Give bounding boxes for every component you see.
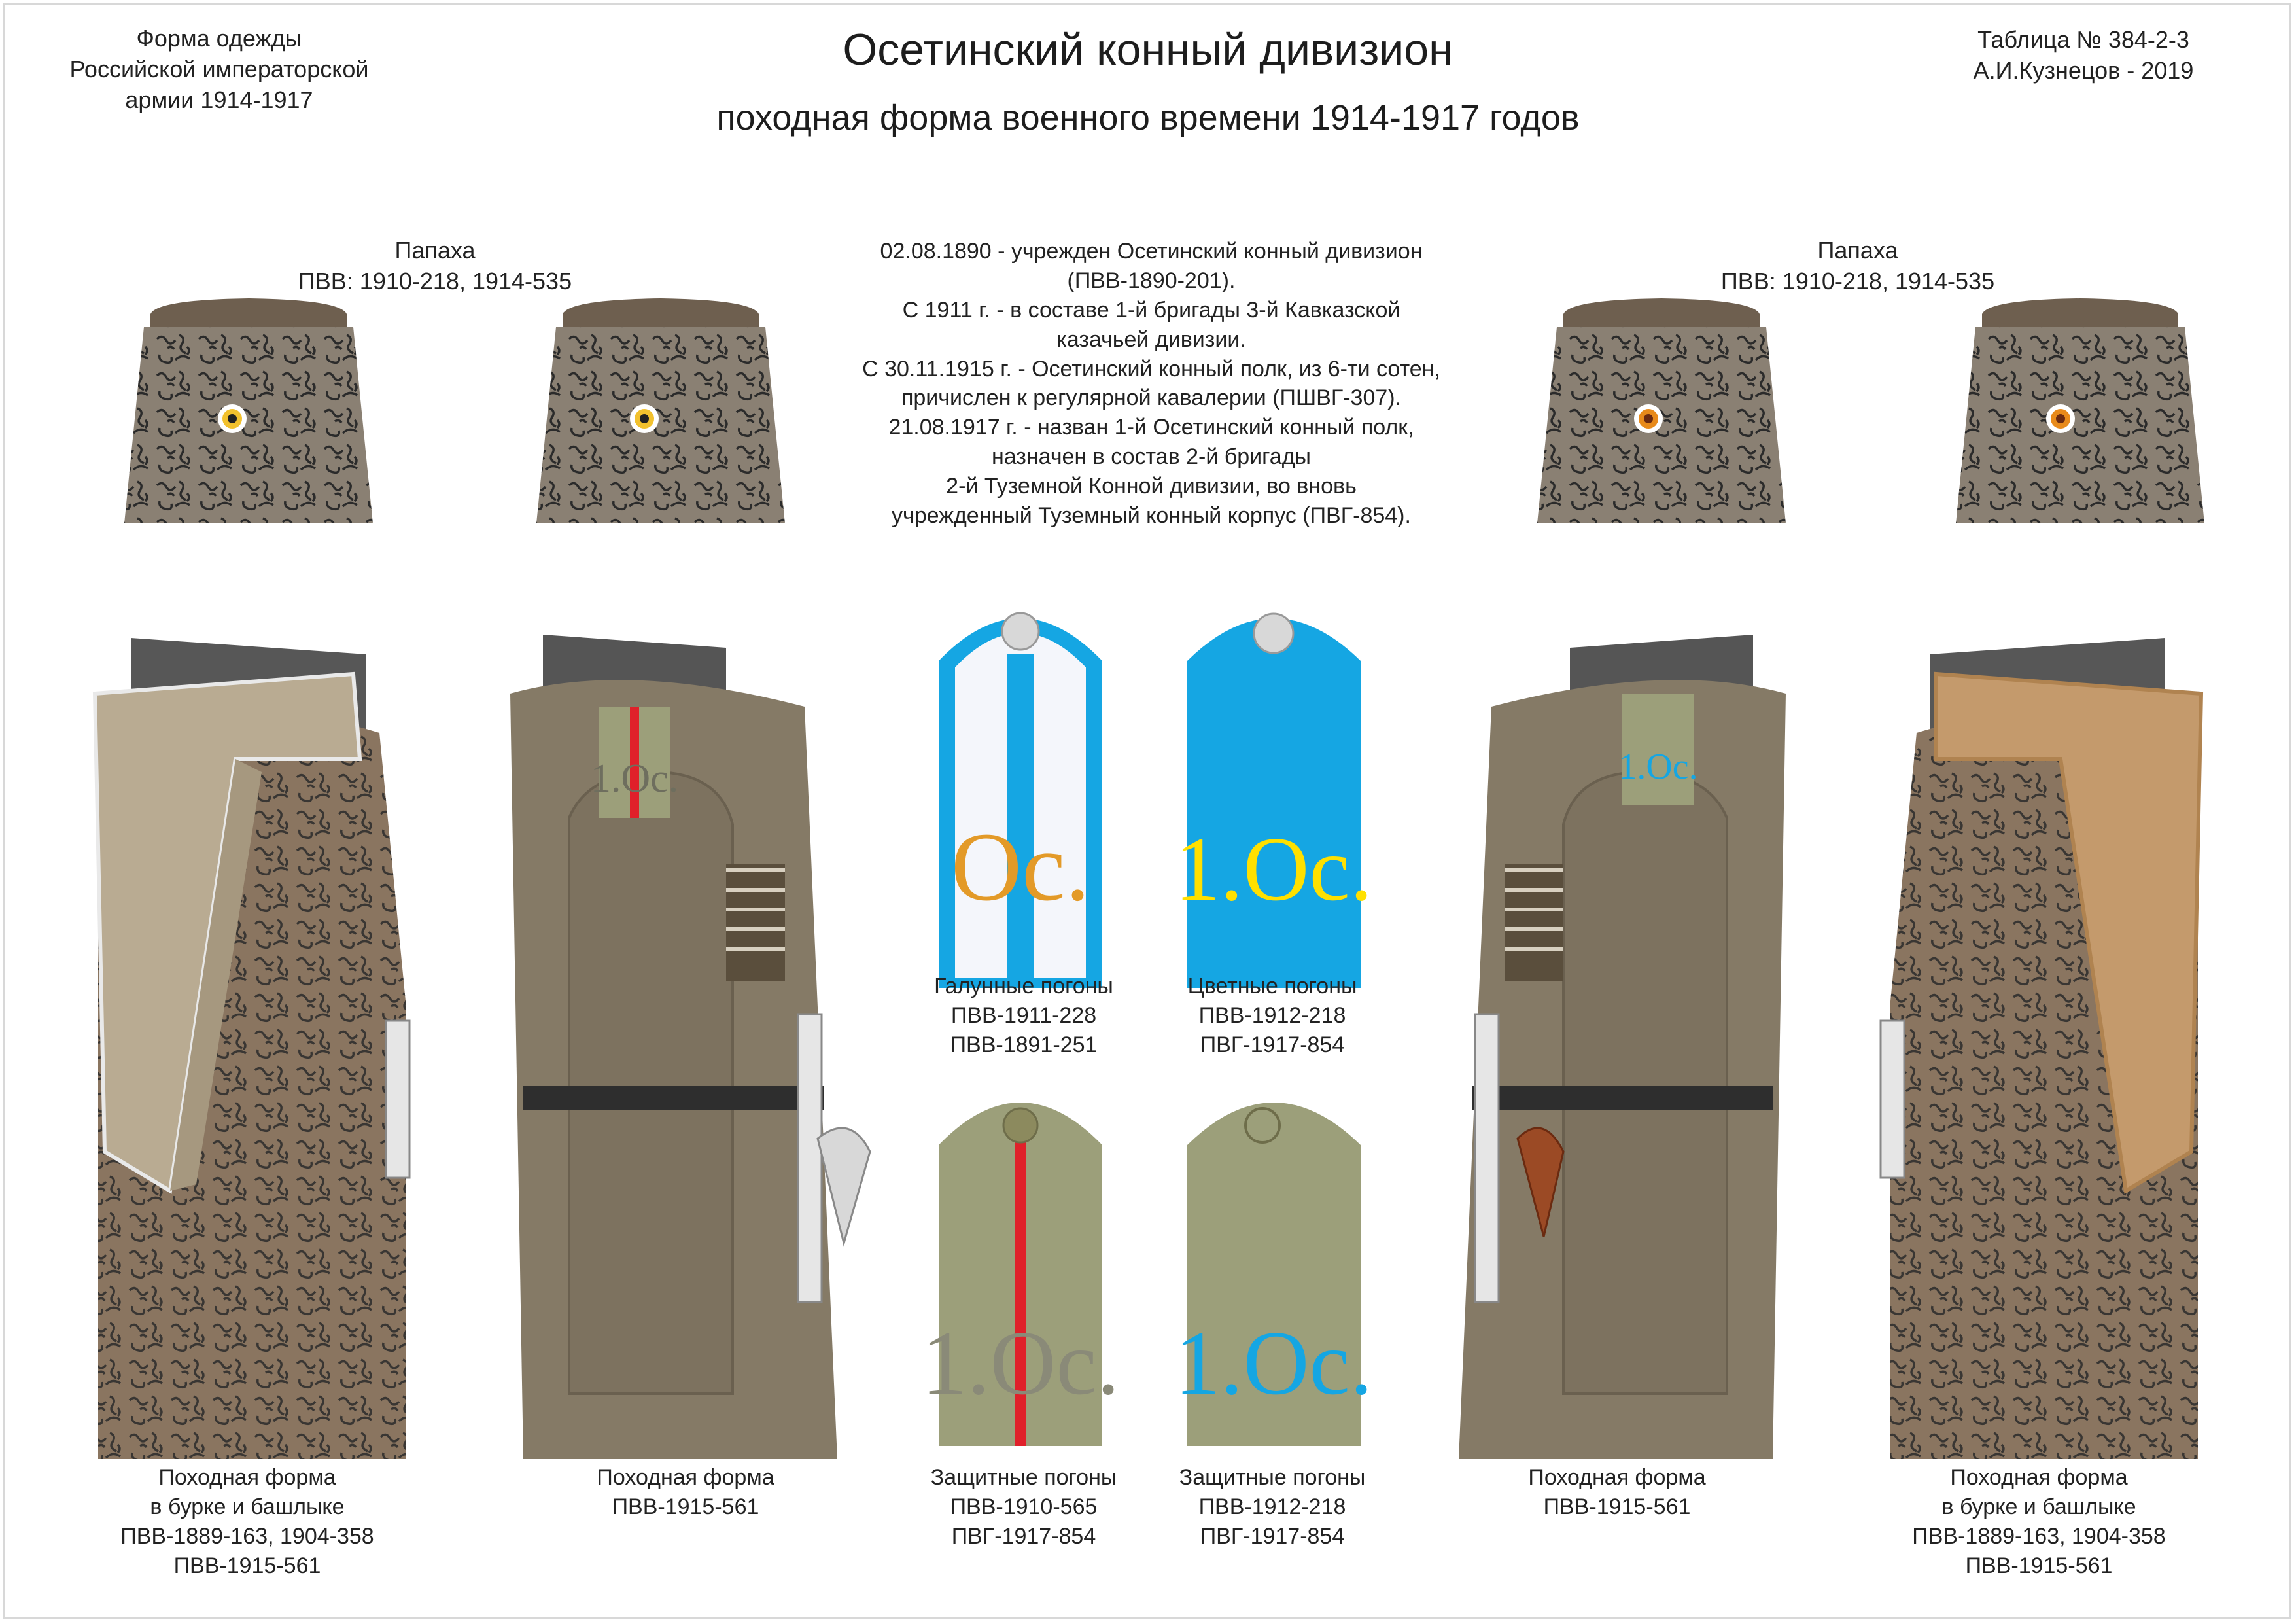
shoulder-board-color: 1.Ос.: [1174, 612, 1373, 988]
caption-line: ПВВ-1889-163, 1904-358: [120, 1523, 374, 1549]
caption-line: Походная форма: [1950, 1465, 2128, 1490]
caption-line: Галунные погоны: [934, 974, 1113, 998]
caption-line: ПВВ-1915-561: [1965, 1553, 2113, 1578]
shoulder-board-cipher: 1.Ос.: [1174, 1313, 1372, 1414]
kindjal-icon: [1879, 1019, 1905, 1179]
history-line: казачьей дивизии.: [1056, 327, 1246, 352]
papakha-label-left-refs: ПВВ: 1910-218, 1914-535: [298, 267, 572, 294]
shoulder-board-cipher: 1.Ос.: [921, 1313, 1119, 1414]
kindjal-icon: [1474, 1013, 1500, 1303]
papakha-label-right: Папаха ПВВ: 1910-218, 1914-535: [1721, 236, 1994, 297]
caption-line: Цветные погоны: [1187, 974, 1357, 998]
history-line: С 1911 г. - в составе 1-й бригады 3-й Ка…: [902, 297, 1400, 323]
papakha-label-left-title: Папаха: [394, 237, 476, 264]
caption-coat-right: Походная форма ПВВ-1915-561: [1528, 1463, 1705, 1522]
shoulder-board-field-officer: 1.Ос.: [921, 1103, 1120, 1446]
page-title: Осетинский конный дивизион: [843, 25, 1453, 75]
history-line: (ПВВ-1890-201).: [1067, 268, 1236, 293]
caption-line: ПВГ-1917-854: [1200, 1523, 1345, 1549]
gazyri-icon: [1505, 864, 1563, 981]
caption-line: в бурке и башлыке: [1941, 1494, 2136, 1519]
history-line: С 30.11.1915 г. - Осетинский конный полк…: [862, 356, 1440, 381]
chest-cipher: 1.Ос.: [591, 756, 678, 801]
caption-color: Цветные погоны ПВВ-1912-218 ПВГ-1917-854: [1188, 972, 1357, 1060]
caption-line: Защитные погоны: [930, 1465, 1117, 1490]
header-left-line-1: Форма одежды: [136, 25, 302, 52]
shashka-hilt-icon: [816, 1127, 871, 1247]
history-line: 02.08.1890 - учрежден Осетинский конный …: [880, 239, 1423, 264]
caption-coat-left: Походная форма ПВВ-1915-561: [597, 1463, 774, 1522]
history-line: 21.08.1917 г. - назван 1-й Осетинский ко…: [888, 415, 1414, 440]
papakha-label-left: Папаха ПВВ: 1910-218, 1914-535: [298, 236, 572, 297]
header-left-block: Форма одежды Российской императорской ар…: [70, 24, 369, 115]
papakha-center-right: [1537, 298, 1786, 523]
author: А.И.Кузнецов - 2019: [1973, 56, 2194, 84]
kindjal-icon: [797, 1013, 823, 1303]
shoulder-board-cipher: Ос.: [951, 813, 1090, 921]
eagle-badge-icon: [1001, 612, 1040, 651]
gazyri-icon: [726, 864, 785, 981]
caption-line: ПВВ-1912-218: [1198, 1494, 1346, 1519]
caption-line: ПВВ-1910-565: [950, 1494, 1098, 1519]
papakha-far-right: [1956, 298, 2204, 523]
caption-line: ПВВ-1891-251: [950, 1032, 1098, 1057]
caption-line: ПВВ-1915-561: [612, 1494, 759, 1519]
caption-line: в бурке и башлыке: [150, 1494, 345, 1519]
caption-field-officer: Защитные погоны ПВВ-1910-565 ПВГ-1917-85…: [931, 1463, 1117, 1551]
caption-line: ПВВ-1889-163, 1904-358: [1912, 1523, 2166, 1549]
history-line: назначен в состав 2-й бригады: [992, 444, 1311, 470]
chest-cipher: 1.Ос.: [1618, 747, 1697, 787]
shoulder-board-cipher: 1.Ос.: [1174, 819, 1372, 920]
header-right-block: Таблица № 384-2-3 А.И.Кузнецов - 2019: [1974, 25, 2194, 86]
history-line: 2-й Туземной Конной дивизии, во вновь: [946, 474, 1357, 499]
figure-burka-left: [92, 638, 411, 1459]
papakha-far-left: [124, 298, 373, 523]
belt: [523, 1086, 824, 1110]
caption-line: Походная форма: [1528, 1465, 1706, 1490]
caption-burka-left: Походная форма в бурке и башлыке ПВВ-188…: [120, 1463, 374, 1581]
shoulder-board-galloon: Ос.: [939, 612, 1102, 988]
caption-line: Защитные погоны: [1179, 1465, 1366, 1490]
papakha-label-right-refs: ПВВ: 1910-218, 1914-535: [1720, 267, 1995, 294]
caption-line: ПВГ-1917-854: [951, 1523, 1096, 1549]
caption-line: Походная форма: [597, 1465, 774, 1490]
kindjal-icon: [385, 1019, 411, 1179]
papakha-label-right-title: Папаха: [1817, 237, 1898, 264]
history-line: причислен к регулярной кавалерии (ПШВГ-3…: [901, 385, 1402, 411]
page-frame: [3, 3, 2291, 1619]
page-subtitle: походная форма военного времени 1914-191…: [716, 98, 1580, 137]
shoulder-board-field-lower: 1.Ос.: [1174, 1103, 1373, 1446]
figure-burka-right: [1879, 638, 2204, 1459]
header-left-line-2: Российской императорской: [69, 55, 369, 82]
history-text: 02.08.1890 - учрежден Осетинский конный …: [862, 237, 1440, 531]
button-icon: [1244, 1107, 1281, 1144]
caption-line: Походная форма: [158, 1465, 336, 1490]
figure-coat-left: 1.Ос.: [510, 635, 871, 1459]
history-line: учрежденный Туземный конный корпус (ПВГ-…: [892, 503, 1411, 528]
caption-line: ПВВ-1911-228: [950, 1002, 1097, 1028]
caption-field-lower: Защитные погоны ПВВ-1912-218 ПВГ-1917-85…: [1179, 1463, 1366, 1551]
belt: [1472, 1086, 1773, 1110]
shashka-hilt-icon: [1516, 1127, 1565, 1237]
caption-line: ПВВ-1915-561: [173, 1553, 321, 1578]
papakha-center-left: [536, 298, 785, 523]
caption-line: ПВВ-1912-218: [1198, 1002, 1346, 1028]
caption-line: ПВГ-1917-854: [1200, 1032, 1345, 1057]
chest-shoulder-board: [1622, 694, 1694, 805]
caption-line: ПВВ-1915-561: [1543, 1494, 1691, 1519]
table-number: Таблица № 384-2-3: [1977, 26, 2189, 53]
figure-coat-right: 1.Ос.: [1459, 635, 1786, 1459]
eagle-badge-icon: [1253, 612, 1295, 654]
caption-burka-right: Походная форма в бурке и башлыке ПВВ-188…: [1912, 1463, 2165, 1581]
eagle-badge-icon: [1002, 1107, 1039, 1144]
caption-galloon: Галунные погоны ПВВ-1911-228 ПВВ-1891-25…: [934, 972, 1113, 1060]
header-left-line-3: армии 1914-1917: [125, 86, 313, 113]
